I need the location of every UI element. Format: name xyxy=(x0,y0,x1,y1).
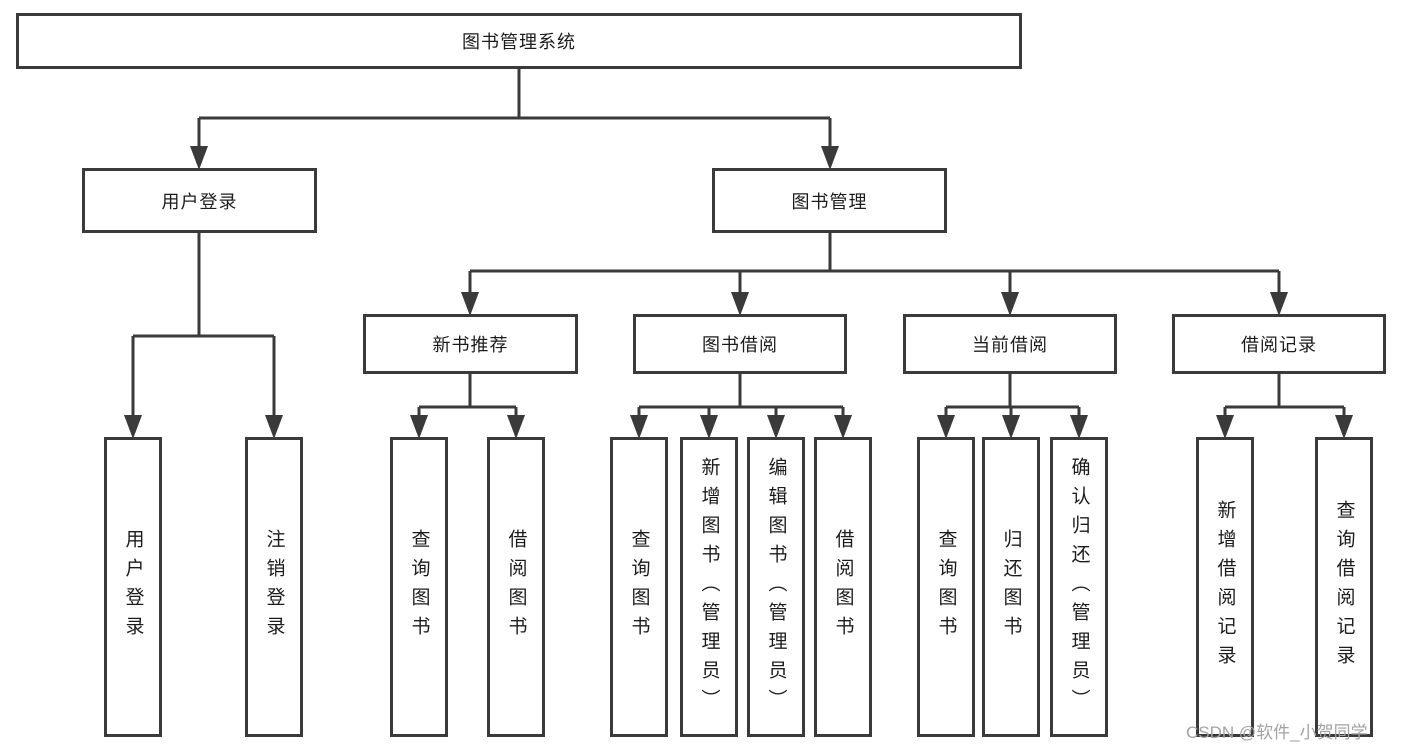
node-label: 借阅图书 xyxy=(505,529,527,645)
leaf-logout: 注销登录 xyxy=(245,437,303,737)
node-label: 当前借阅 xyxy=(972,335,1048,355)
leaf-add-book-admin: 新增图书（管理员） xyxy=(680,437,738,737)
leaf-borrow-books-recommend: 借阅图书 xyxy=(487,437,545,737)
leaf-query-books-recommend: 查询图书 xyxy=(390,437,448,737)
node-book-borrowing: 图书借阅 xyxy=(633,314,847,374)
node-current-borrowing: 当前借阅 xyxy=(903,314,1117,374)
node-user-login: 用户登录 xyxy=(82,168,317,233)
node-label: 用户登录 xyxy=(161,191,238,212)
leaf-query-borrow-record: 查询借阅记录 xyxy=(1315,437,1373,737)
node-label: 图书借阅 xyxy=(702,335,778,355)
node-label: 新增借阅记录 xyxy=(1214,500,1236,674)
csdn-watermark: CSDN @软件_小贺同学 xyxy=(1186,723,1368,742)
leaf-query-books-current: 查询图书 xyxy=(917,437,975,737)
leaf-confirm-return-admin: 确认归还（管理员） xyxy=(1050,437,1108,737)
node-label: 注销登录 xyxy=(263,529,285,645)
leaf-add-borrow-record: 新增借阅记录 xyxy=(1196,437,1254,737)
node-book-management: 图书管理 xyxy=(712,168,947,233)
leaf-query-books-borrow: 查询图书 xyxy=(610,437,668,737)
leaf-return-books: 归还图书 xyxy=(982,437,1040,737)
node-label: 查询图书 xyxy=(935,529,957,645)
node-label: 图书管理系统 xyxy=(462,32,576,52)
node-label: 借阅记录 xyxy=(1241,335,1317,355)
node-label: 查询图书 xyxy=(408,529,430,645)
node-label: 确认归还（管理员） xyxy=(1068,456,1090,718)
node-label: 查询图书 xyxy=(628,529,650,645)
node-label: 图书管理 xyxy=(791,191,868,212)
node-label: 用户登录 xyxy=(122,529,144,645)
node-label: 新书推荐 xyxy=(432,335,509,355)
leaf-edit-book-admin: 编辑图书（管理员） xyxy=(747,437,805,737)
leaf-borrow-books: 借阅图书 xyxy=(814,437,872,737)
node-new-book-recommendation: 新书推荐 xyxy=(363,314,578,374)
node-label: 查询借阅记录 xyxy=(1333,500,1355,674)
leaf-user-login: 用户登录 xyxy=(104,437,162,737)
node-label: 归还图书 xyxy=(1000,529,1022,645)
node-library-management-system: 图书管理系统 xyxy=(16,13,1022,69)
node-label: 借阅图书 xyxy=(832,529,854,645)
node-borrowing-records: 借阅记录 xyxy=(1172,314,1386,374)
node-label: 新增图书（管理员） xyxy=(698,456,720,718)
node-label: 编辑图书（管理员） xyxy=(765,456,787,718)
